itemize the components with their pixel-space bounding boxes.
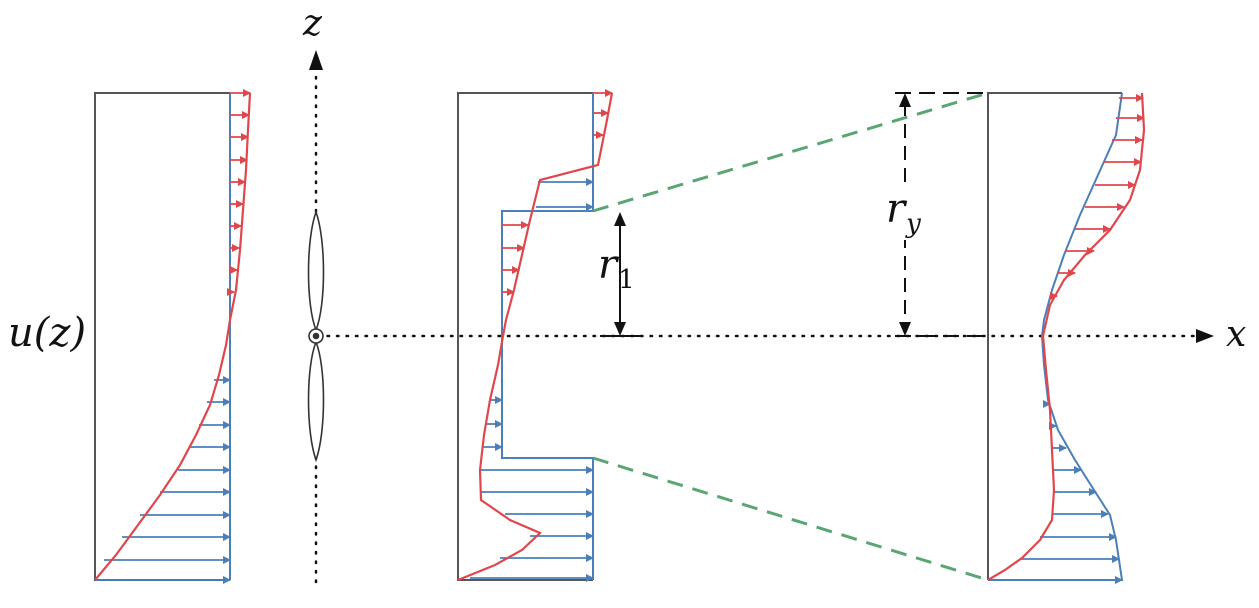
far-deficit-curve [987,92,1146,581]
inflow-profile-panel [94,89,252,584]
x-axis-label: x [1226,314,1246,355]
z-axis-label: z [302,3,323,44]
axes [309,50,1214,584]
deficit-profile-curve [457,92,614,582]
panel-frame [457,92,593,581]
z-axis-arrowhead [309,50,323,70]
wake-boundary [592,91,989,582]
wake-lower-boundary [592,456,989,582]
far-reference-profile [988,92,1124,581]
velocity-profile-label: u(z) [8,310,86,356]
velocity-arrows [470,89,613,582]
r1-dimension: r1 [598,212,642,337]
wake-upper-boundary [592,91,989,213]
near-wake-panel [457,89,614,582]
velocity-arrows [990,94,1145,584]
panel-frame [94,92,230,581]
r1-arrowhead-bottom [614,322,626,336]
shear-profile-curve [94,92,252,581]
ry-arrowhead-top [899,93,911,107]
ry-label: ry [886,186,921,239]
stepped-profile [501,93,594,580]
turbine-rotor-icon [307,209,325,463]
panel-frame [987,92,1122,580]
ry-dimension: ry [882,92,988,337]
x-axis-arrowhead [1196,329,1214,343]
far-wake-panel [987,92,1146,584]
r1-label: r1 [598,242,635,295]
ry-arrowhead-bottom [899,322,911,336]
velocity-arrows [95,89,251,584]
r1-arrowhead-top [614,212,626,226]
